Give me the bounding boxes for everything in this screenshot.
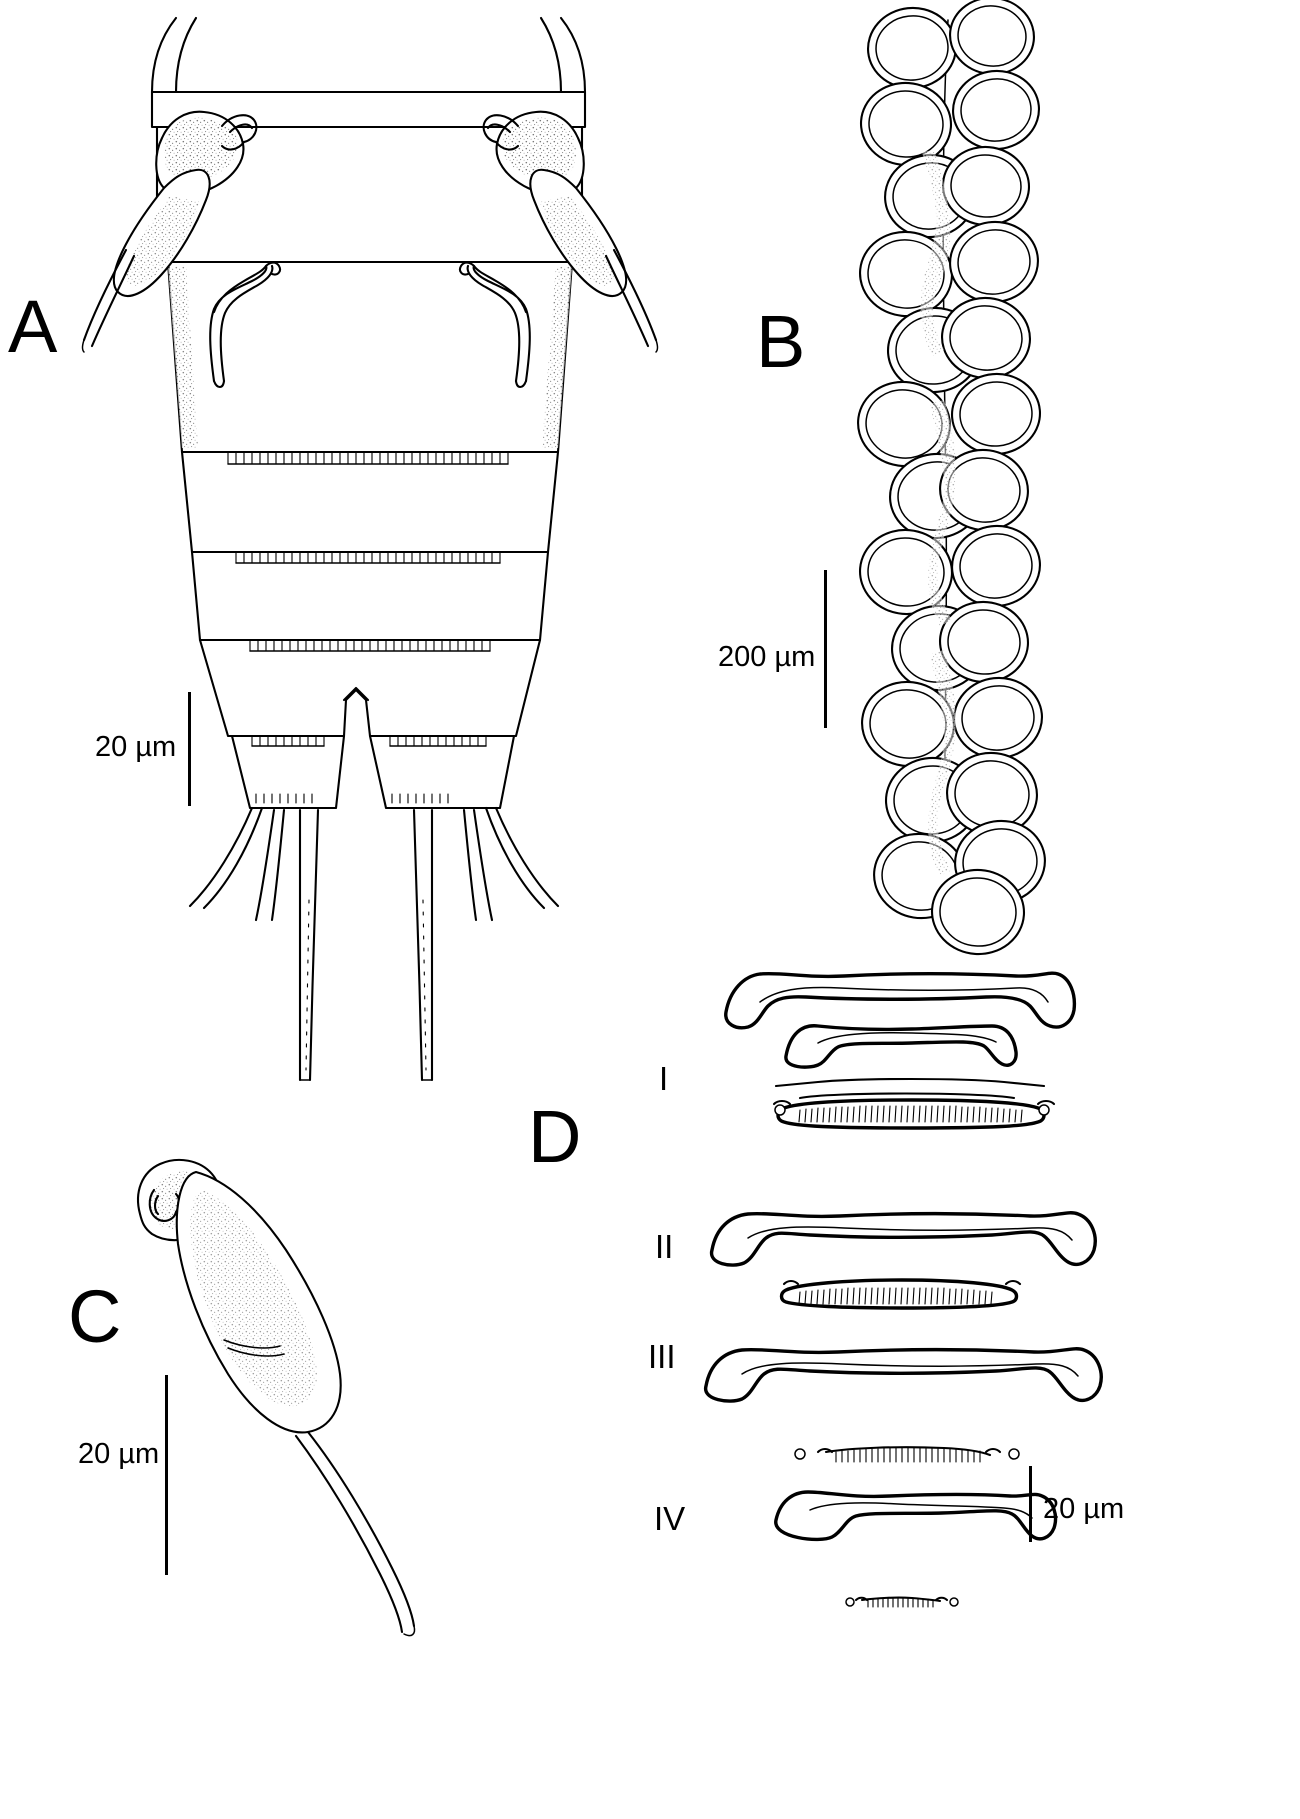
panel-label-c: C: [68, 1275, 122, 1358]
panel-c-drawing: [136, 1158, 416, 1637]
panel-d-sublabel-ii: II: [655, 1228, 674, 1265]
panel-label-d: D: [528, 1095, 582, 1178]
panel-a-drawing: [81, 16, 659, 1082]
scale-bar-panel-a: [188, 692, 191, 806]
panel-d-drawing: [704, 971, 1103, 1608]
scale-bar-panel-b: [824, 570, 827, 728]
panel-b-drawing: [857, 0, 1046, 956]
scale-label-panel-c: 20 µm: [78, 1438, 160, 1470]
scale-label-panel-b: 200 µm: [718, 641, 816, 673]
scale-label-panel-d: 20 µm: [1043, 1493, 1125, 1525]
panel-label-b: B: [756, 300, 806, 383]
panel-d-sublabel-iii: III: [648, 1338, 676, 1375]
scale-bar-panel-d: [1029, 1466, 1032, 1542]
panel-d-sublabel-i: I: [659, 1060, 669, 1097]
scale-bar-panel-c: [165, 1375, 168, 1575]
scale-label-panel-a: 20 µm: [95, 731, 177, 763]
panel-d-sublabel-iv: IV: [654, 1500, 686, 1537]
panel-label-a: A: [8, 285, 58, 368]
